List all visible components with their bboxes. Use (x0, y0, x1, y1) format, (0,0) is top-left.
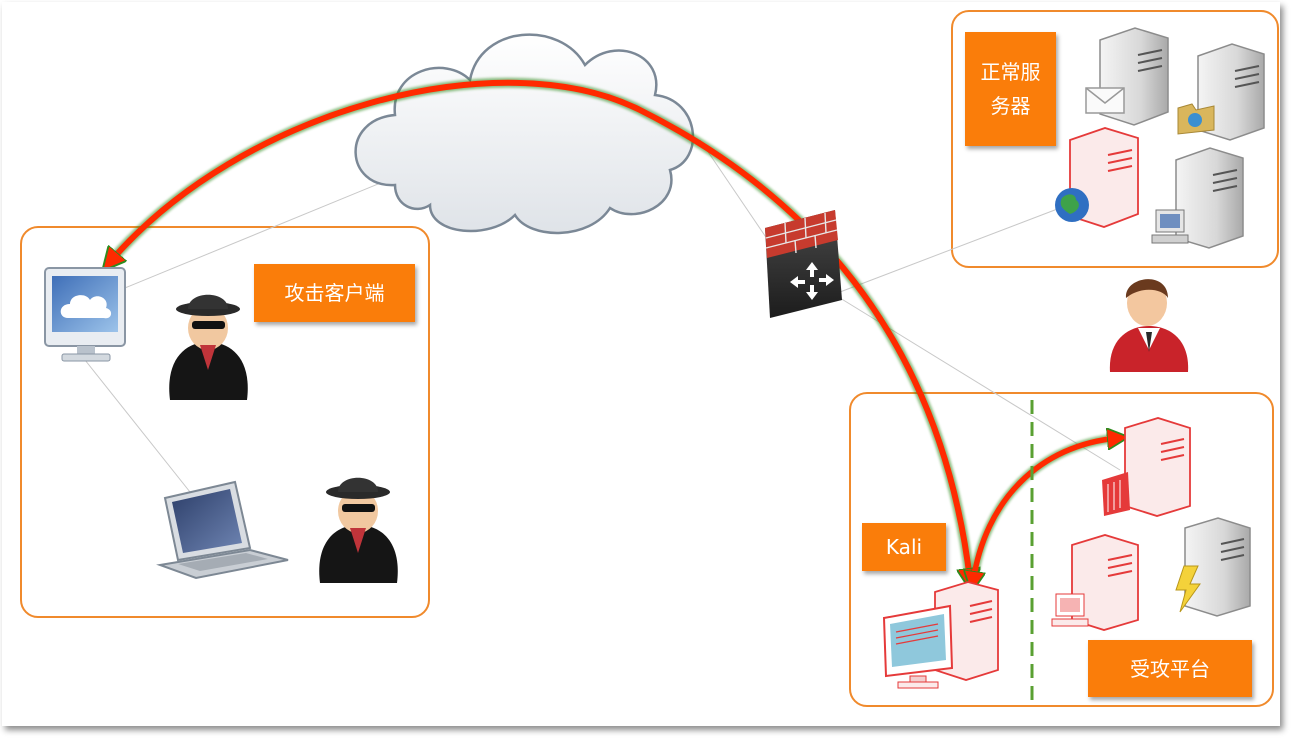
normal-server-label: 正常服务器 (965, 32, 1056, 146)
normal-server-group (951, 10, 1279, 268)
monitor-icon (44, 267, 126, 362)
attack-arc (110, 77, 970, 580)
file-server-icon (1177, 43, 1265, 141)
web-server-icon (1055, 127, 1139, 228)
user-icon (1109, 279, 1189, 372)
kali-workstation-icon (882, 581, 999, 689)
attack-client-label: 攻击客户端 (254, 264, 415, 322)
mail-server-icon (1085, 27, 1169, 126)
vulnerable-server-icon (1102, 417, 1191, 517)
laptop-icon (156, 480, 289, 580)
power-server-icon (1175, 517, 1251, 617)
exploit-arc (973, 438, 1118, 582)
cloud-icon (354, 33, 695, 235)
hacker-icon (169, 294, 248, 400)
kali-label: Kali (862, 523, 946, 571)
workstation-server-icon (1151, 147, 1244, 249)
firewall-router-icon (765, 210, 842, 318)
target-platform-label: 受攻平台 (1088, 640, 1252, 697)
hacker-icon (319, 477, 398, 583)
vulnerable-server-icon (1051, 534, 1139, 631)
